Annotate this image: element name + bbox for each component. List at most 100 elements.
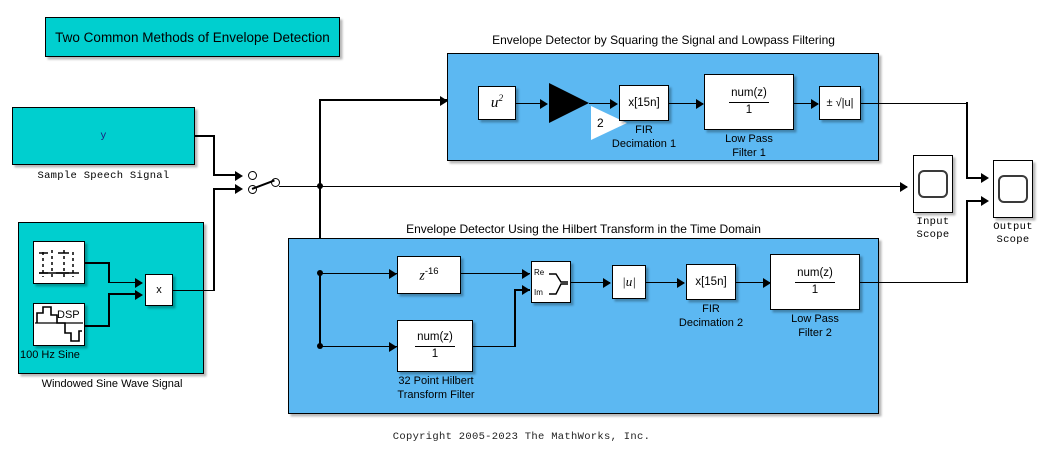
fir-decimation-2-caption: FIR Decimation 2 [678,303,744,329]
wire-gain-to-fir1 [589,102,616,105]
output-scope-block[interactable] [993,160,1033,218]
manual-switch-output-port[interactable] [271,178,280,187]
wire-lpf1-to-sqrt [794,102,818,105]
arrow-product-in-1 [135,278,143,288]
gain-block-label: 2 [597,116,604,130]
arrow-reim-in-im [522,285,530,295]
wire-hilbert-branch-v [319,272,321,346]
real-imag-to-complex-block[interactable]: Re Im [531,261,571,303]
wire-speech-out-h1 [195,135,215,137]
magnitude-label: |u| [622,274,636,289]
wire-bottom-out-h2 [966,200,986,202]
wire-sq-to-gain [516,102,546,105]
hilbert-filter-block[interactable]: num(z) 1 [397,320,473,372]
arrow-sqrt-in [811,98,819,109]
square-block[interactable]: u2 [478,86,516,120]
delay-block[interactable]: z-16 [397,256,461,294]
arrow-top-subsystem-in [440,95,448,106]
fir-decimation-2-label: x[15n] [695,276,727,288]
sine-source-caption: 100 Hz Sine [20,349,80,361]
output-scope-screen [998,175,1028,203]
wire-branch-up [319,99,321,187]
real-imag-glyph: Re Im [534,268,568,297]
bottom-subsystem-title: Envelope Detector Using the Hilbert Tran… [406,222,761,236]
im-port-label: Im [534,288,543,297]
signed-sqrt-label: ± √|u| [826,97,854,109]
arrow-switch-in-1 [235,170,243,181]
arrow-fir1-in [610,98,618,109]
low-pass-filter-1-caption: Low Pass Filter 1 [725,133,773,159]
lpf1-transfer-function: num(z) 1 [729,87,769,116]
gain-block[interactable]: 2 [549,83,627,140]
top-subsystem-title: Envelope Detector by Squaring the Signal… [492,33,835,47]
speech-signal-icon-label: y [100,130,107,142]
re-port-label: Re [534,268,545,277]
wire-fir1-to-lpf1 [669,102,703,105]
wire-delay-to-reim [461,272,530,275]
wire-product-out-v [213,188,215,291]
arrow-gain-in [540,98,548,109]
wire-sine-v [108,293,110,326]
arrow-reim-in-re [522,268,530,279]
arrow-switch-in-2 [235,184,243,194]
sample-speech-signal-block[interactable]: y [12,107,195,165]
window-function-icon[interactable] [33,241,85,284]
sample-speech-signal-caption: Sample Speech Signal [37,170,170,182]
wire-top-out-h1 [861,102,968,105]
wire-hf-out-h1 [473,345,516,348]
magnitude-block[interactable]: |u| [612,265,646,299]
wire-product-out-h2 [213,188,236,190]
dsp-sine-wave-icon[interactable]: DSP [33,303,85,346]
windowed-sine-wave-signal-caption: Windowed Sine Wave Signal [41,378,183,390]
wire-sine-h2 [108,293,136,295]
wire-fir2-to-lpf2 [736,281,770,284]
hilbert-transfer-function: num(z) 1 [415,331,455,360]
arrow-lpf2-in [763,277,771,288]
wire-speech-out-h2 [213,174,236,176]
low-pass-filter-2-block[interactable]: num(z) 1 [770,254,860,310]
dsp-sine-glyph: DSP [35,305,83,342]
wire-window-h1 [85,262,110,264]
input-scope-block[interactable] [913,155,953,213]
hilbert-filter-caption: 32 Point Hilbert Transform Filter [397,375,475,401]
wire-window-v [108,262,110,283]
copyright-text: Copyright 2005-2023 The MathWorks, Inc. [392,431,651,443]
output-scope-caption: Output Scope [993,221,1033,247]
wire-bottom-out-v [966,200,968,282]
wire-abs-to-fir2 [646,281,684,284]
arrow-fir2-in [677,277,685,288]
low-pass-filter-1-block[interactable]: num(z) 1 [704,74,794,130]
arrow-hilbert-filter-in [389,341,397,352]
square-block-label: u2 [490,94,504,111]
wire-top-out-v [966,102,968,178]
wire-hf-out-v [514,289,516,346]
wire-bottom-out-h1 [860,281,968,284]
signed-sqrt-block[interactable]: ± √|u| [819,86,861,120]
arrow-abs-in [603,277,611,288]
arrow-output-scope-in-2 [981,196,989,206]
fir-decimation-1-label: x[15n] [628,97,660,109]
wire-product-out-h1 [173,289,214,292]
wire-switch-out [279,185,323,188]
lpf2-transfer-function: num(z) 1 [795,267,835,296]
model-title-text: Two Common Methods of Envelope Detection [55,29,330,45]
arrow-lpf1-in [696,98,704,109]
product-block[interactable]: x [145,274,173,306]
input-scope-screen [918,170,948,198]
arrow-input-scope-in [900,181,908,192]
fir-decimation-2-block[interactable]: x[15n] [686,264,736,300]
svg-text:DSP: DSP [57,309,80,321]
manual-switch-port-1[interactable] [248,171,257,180]
model-title-banner: Two Common Methods of Envelope Detection [45,17,340,57]
arrow-output-scope-in-1 [981,173,989,183]
delay-block-label: z-16 [419,265,439,284]
wire-top-out-h2 [966,177,986,179]
wire-branch-down [319,185,321,273]
input-scope-caption: Input Scope [916,216,950,242]
wire-to-top-subsystem [319,99,447,101]
fir-decimation-1-caption: FIR Decimation 1 [611,124,677,150]
wire-to-delay [319,272,399,275]
low-pass-filter-2-caption: Low Pass Filter 2 [791,313,839,339]
fir-decimation-1-block[interactable]: x[15n] [619,85,669,121]
